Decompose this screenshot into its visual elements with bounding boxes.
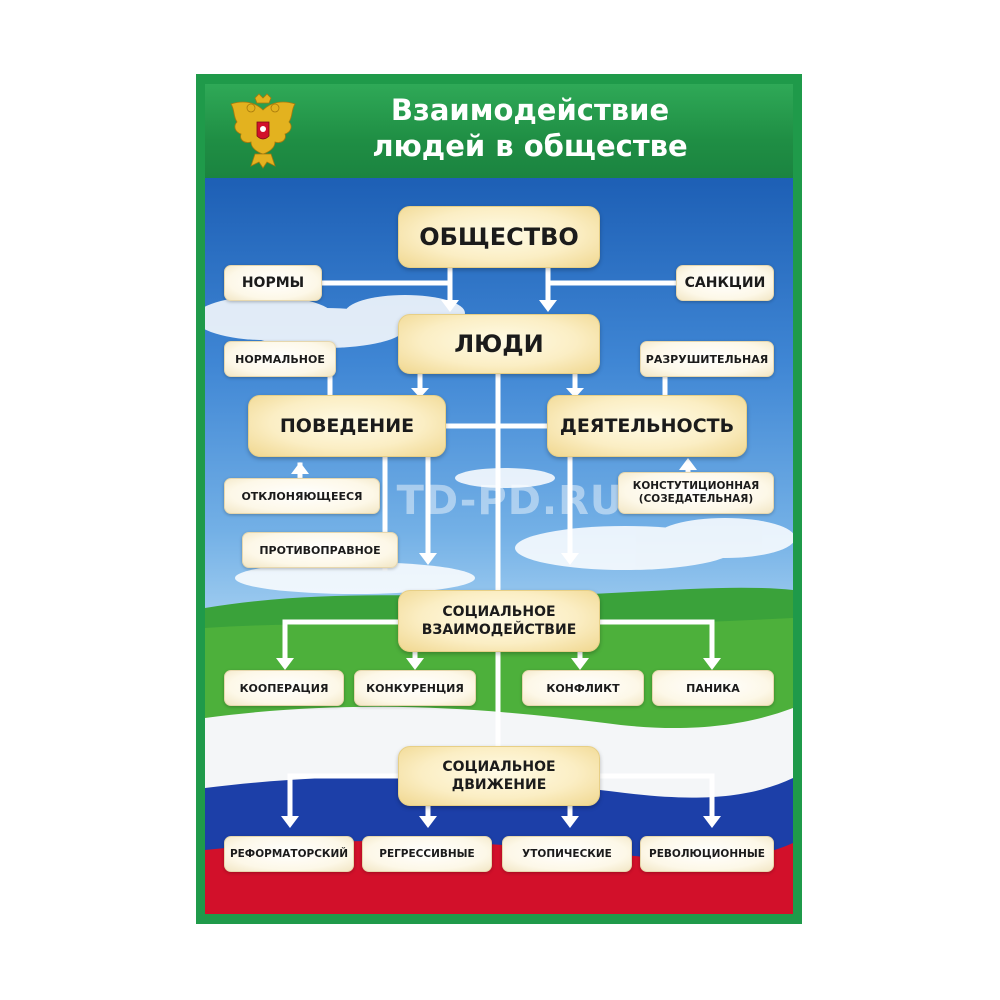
node-konstitutsionnaya-label-line-2: (СОЗЕДАТЕЛЬНАЯ) bbox=[638, 493, 754, 505]
watermark: TD-PD.RU bbox=[396, 478, 624, 524]
node-deyatelnost-label: ДЕЯТЕЛЬНОСТЬ bbox=[559, 415, 735, 437]
node-razrushitelnaya: РАЗРУШИТЕЛЬНАЯ bbox=[640, 341, 774, 377]
node-deyatelnost: ДЕЯТЕЛЬНОСТЬ bbox=[547, 395, 747, 457]
node-regressivnye-label: РЕГРЕССИВНЫЕ bbox=[379, 848, 475, 860]
double-headed-eagle-emblem bbox=[230, 93, 296, 169]
node-protivopravnoe: ПРОТИВОПРАВНОЕ bbox=[242, 532, 398, 568]
node-revolyutsionnye: РЕВОЛЮЦИОННЫЕ bbox=[640, 836, 774, 872]
node-obshchestvo: ОБЩЕСТВО bbox=[398, 206, 600, 268]
node-protivopravnoe-label: ПРОТИВОПРАВНОЕ bbox=[259, 543, 381, 557]
node-obshchestvo-label: ОБЩЕСТВО bbox=[419, 223, 579, 251]
node-panika: ПАНИКА bbox=[652, 670, 774, 706]
node-socialnoe-vzaimodeystvie: СОЦИАЛЬНОЕ ВЗАИМОДЕЙСТВИЕ bbox=[398, 590, 600, 652]
node-povedenie: ПОВЕДЕНИЕ bbox=[248, 395, 446, 457]
node-normy-label: НОРМЫ bbox=[241, 275, 305, 291]
node-panika-label: ПАНИКА bbox=[686, 681, 740, 695]
node-normalnoe-label: НОРМАЛЬНОЕ bbox=[235, 352, 325, 366]
node-socialnoe-dvizhenie-label-line-2: ДВИЖЕНИЕ bbox=[451, 777, 547, 793]
node-sanktsii: САНКЦИИ bbox=[676, 265, 774, 301]
node-konflikt-label: КОНФЛИКТ bbox=[546, 681, 620, 695]
poster-header bbox=[205, 84, 793, 178]
poster-title: Взаимодействие людей в обществе bbox=[330, 92, 730, 164]
node-normalnoe: НОРМАЛЬНОЕ bbox=[224, 341, 336, 377]
node-reformatorskiy: РЕФОРМАТОРСКИЙ bbox=[224, 836, 354, 872]
node-revolyutsionnye-label: РЕВОЛЮЦИОННЫЕ bbox=[649, 848, 765, 860]
node-konkurentsiya-label: КОНКУРЕНЦИЯ bbox=[366, 681, 464, 695]
poster-title-line-1: Взаимодействие bbox=[390, 93, 670, 127]
node-socialnoe-dvizhenie-label-line-1: СОЦИАЛЬНОЕ bbox=[442, 759, 556, 775]
node-kooperatsiya-label: КООПЕРАЦИЯ bbox=[239, 681, 329, 695]
node-konkurentsiya: КОНКУРЕНЦИЯ bbox=[354, 670, 476, 706]
node-lyudi-label: ЛЮДИ bbox=[454, 330, 544, 358]
poster-title-line-2: людей в обществе bbox=[372, 129, 688, 163]
node-socialnoe-vzaimodeystvie-label-line-2: ВЗАИМОДЕЙСТВИЕ bbox=[421, 622, 577, 638]
node-regressivnye: РЕГРЕССИВНЫЕ bbox=[362, 836, 492, 872]
node-konstitutsionnaya-label-line-1: КОНСТУТИЦИОННАЯ bbox=[632, 480, 760, 492]
node-otklonyayushcheesya: ОТКЛОНЯЮЩЕЕСЯ bbox=[224, 478, 380, 514]
node-razrushitelnaya-label: РАЗРУШИТЕЛЬНАЯ bbox=[645, 352, 769, 366]
node-otklonyayushcheesya-label: ОТКЛОНЯЮЩЕЕСЯ bbox=[241, 489, 363, 503]
node-socialnoe-dvizhenie: СОЦИАЛЬНОЕ ДВИЖЕНИЕ bbox=[398, 746, 600, 806]
node-utopicheskie: УТОПИЧЕСКИЕ bbox=[502, 836, 632, 872]
node-povedenie-label: ПОВЕДЕНИЕ bbox=[279, 415, 415, 437]
node-kooperatsiya: КООПЕРАЦИЯ bbox=[224, 670, 344, 706]
node-konstitutsionnaya: КОНСТУТИЦИОННАЯ (СОЗЕДАТЕЛЬНАЯ) bbox=[618, 472, 774, 514]
node-normy: НОРМЫ bbox=[224, 265, 322, 301]
node-konflikt: КОНФЛИКТ bbox=[522, 670, 644, 706]
node-socialnoe-vzaimodeystvie-label-line-1: СОЦИАЛЬНОЕ bbox=[442, 604, 556, 620]
node-lyudi: ЛЮДИ bbox=[398, 314, 600, 374]
node-reformatorskiy-label: РЕФОРМАТОРСКИЙ bbox=[229, 848, 349, 860]
node-utopicheskie-label: УТОПИЧЕСКИЕ bbox=[522, 848, 612, 860]
node-sanktsii-label: САНКЦИИ bbox=[684, 275, 766, 291]
